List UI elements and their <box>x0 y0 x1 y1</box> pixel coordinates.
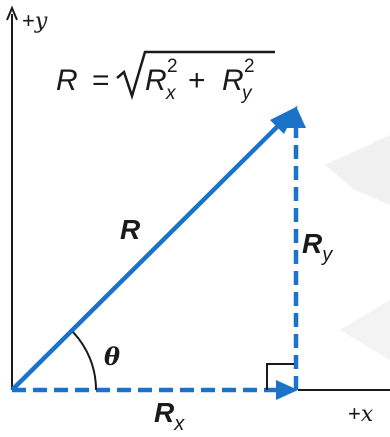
resultant-vector <box>10 106 298 392</box>
x-axis-label: +x <box>348 401 374 427</box>
watermark <box>325 135 390 360</box>
resultant-label: R <box>120 214 141 245</box>
y-axis-label: +y <box>22 8 48 34</box>
x-component-label: Rx <box>154 397 185 435</box>
right-angle-mark-icon <box>266 363 294 390</box>
angle-label: θ <box>104 342 120 371</box>
svg-text:+: + <box>188 64 206 97</box>
svg-text:x: x <box>165 83 177 104</box>
angle-arc <box>72 331 98 391</box>
svg-text:R: R <box>222 64 244 97</box>
y-component-vector <box>286 106 306 390</box>
square-root-sign <box>116 50 275 101</box>
y-component-label: Ry <box>302 228 333 266</box>
x-component-vector <box>12 380 298 400</box>
y-axis <box>6 5 18 390</box>
svg-text:y: y <box>240 83 253 104</box>
y-axis-arrow-icon <box>6 5 18 21</box>
svg-text:R =: R = <box>56 64 110 97</box>
svg-text:R: R <box>145 64 167 97</box>
magnitude-formula: R = R x 2 + R y 2 <box>56 50 275 104</box>
x-component-arrowhead-icon <box>276 380 298 400</box>
y-component-arrowhead-icon <box>286 106 306 128</box>
svg-text:2: 2 <box>244 56 255 77</box>
resultant-arrowhead-icon <box>270 106 298 134</box>
svg-text:2: 2 <box>167 56 178 77</box>
